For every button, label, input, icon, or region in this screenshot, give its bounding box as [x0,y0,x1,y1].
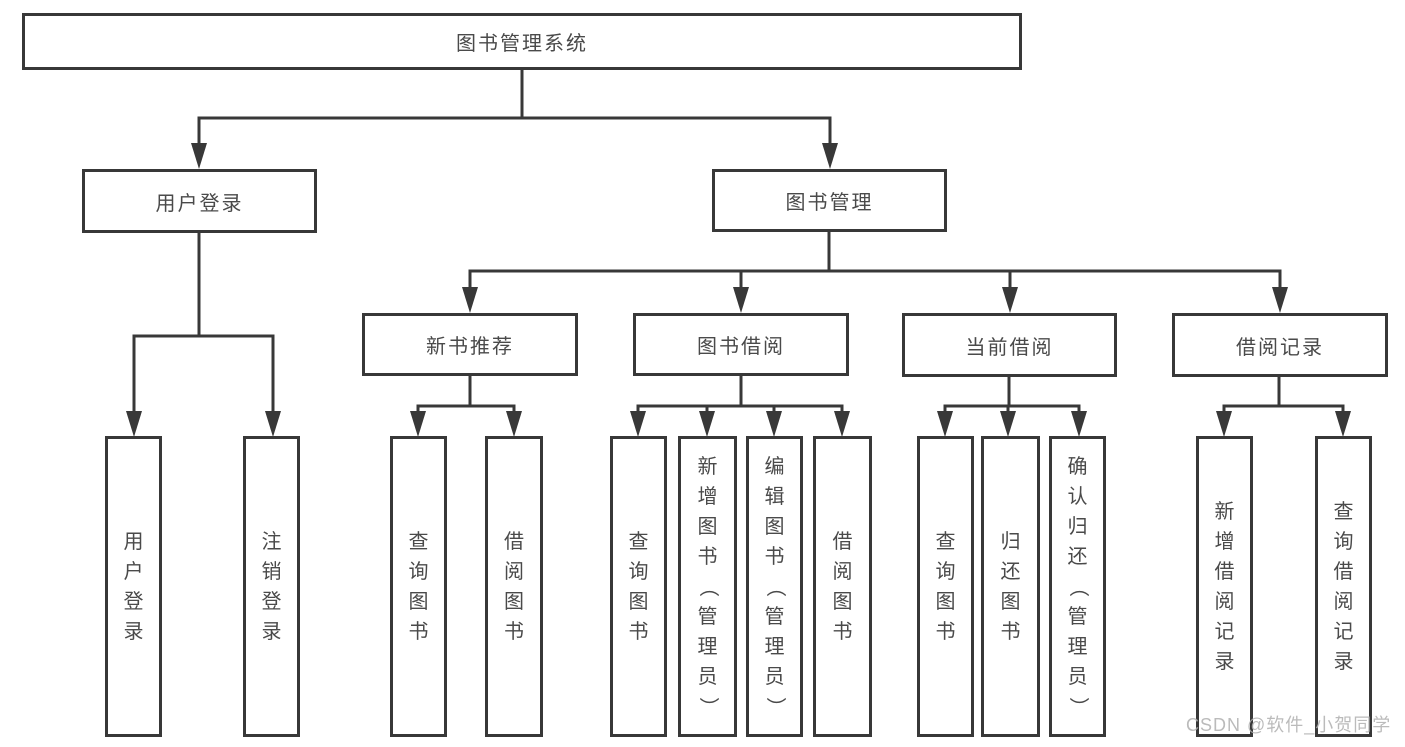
node-root-label: 图书管理系统 [456,33,588,55]
leaf-confirm-return-admin-label: 确认归还（管理员） [1066,455,1089,717]
leaf-query-books-recommend-label: 查询图书 [408,530,429,643]
leaf-user-login-label: 用户登录 [123,530,144,643]
node-user-login: 用户登录 [82,169,317,233]
node-book-borrowing: 图书借阅 [633,313,849,376]
node-book-management: 图书管理 [712,169,947,232]
watermark: CSDN @软件_小贺同学 [1186,715,1392,735]
leaf-add-books-admin-label: 新增图书（管理员） [696,455,719,717]
leaf-confirm-return-admin: 确认归还（管理员） [1049,436,1106,737]
leaf-query-borrow-record-label: 查询借阅记录 [1333,500,1354,673]
leaf-query-books-current-label: 查询图书 [935,530,956,643]
node-book-management-label: 图书管理 [785,192,874,214]
leaf-user-login: 用户登录 [105,436,162,737]
leaf-add-borrow-record-label: 新增借阅记录 [1214,500,1235,673]
node-new-book-recommend: 新书推荐 [362,313,578,376]
leaf-query-books-borrowing: 查询图书 [610,436,667,737]
leaf-edit-books-admin: 编辑图书（管理员） [746,436,803,737]
node-current-borrowing-label: 当前借阅 [965,336,1054,359]
leaf-query-books-current: 查询图书 [917,436,974,737]
node-user-login-label: 用户登录 [155,192,244,215]
leaf-query-borrow-record: 查询借阅记录 [1315,436,1372,737]
node-new-book-recommend-label: 新书推荐 [426,336,514,358]
leaf-query-books-borrowing-label: 查询图书 [628,530,649,643]
leaf-return-books: 归还图书 [981,436,1040,737]
node-current-borrowing: 当前借阅 [902,313,1117,377]
node-book-borrowing-label: 图书借阅 [697,336,785,358]
leaf-query-books-recommend: 查询图书 [390,436,447,737]
leaf-edit-books-admin-label: 编辑图书（管理员） [763,455,786,717]
leaf-borrow-books-recommend: 借阅图书 [485,436,543,737]
leaf-add-borrow-record: 新增借阅记录 [1196,436,1253,737]
leaf-borrow-books-recommend-label: 借阅图书 [504,530,524,643]
leaf-logout: 注销登录 [243,436,300,737]
leaf-return-books-label: 归还图书 [1000,530,1021,643]
node-borrowing-records: 借阅记录 [1172,313,1388,377]
node-root: 图书管理系统 [22,13,1022,70]
leaf-borrow-books-borrowing: 借阅图书 [813,436,872,737]
leaf-logout-label: 注销登录 [261,530,282,643]
leaf-add-books-admin: 新增图书（管理员） [678,436,737,737]
node-borrowing-records-label: 借阅记录 [1236,336,1324,359]
leaf-borrow-books-borrowing-label: 借阅图书 [832,530,853,643]
